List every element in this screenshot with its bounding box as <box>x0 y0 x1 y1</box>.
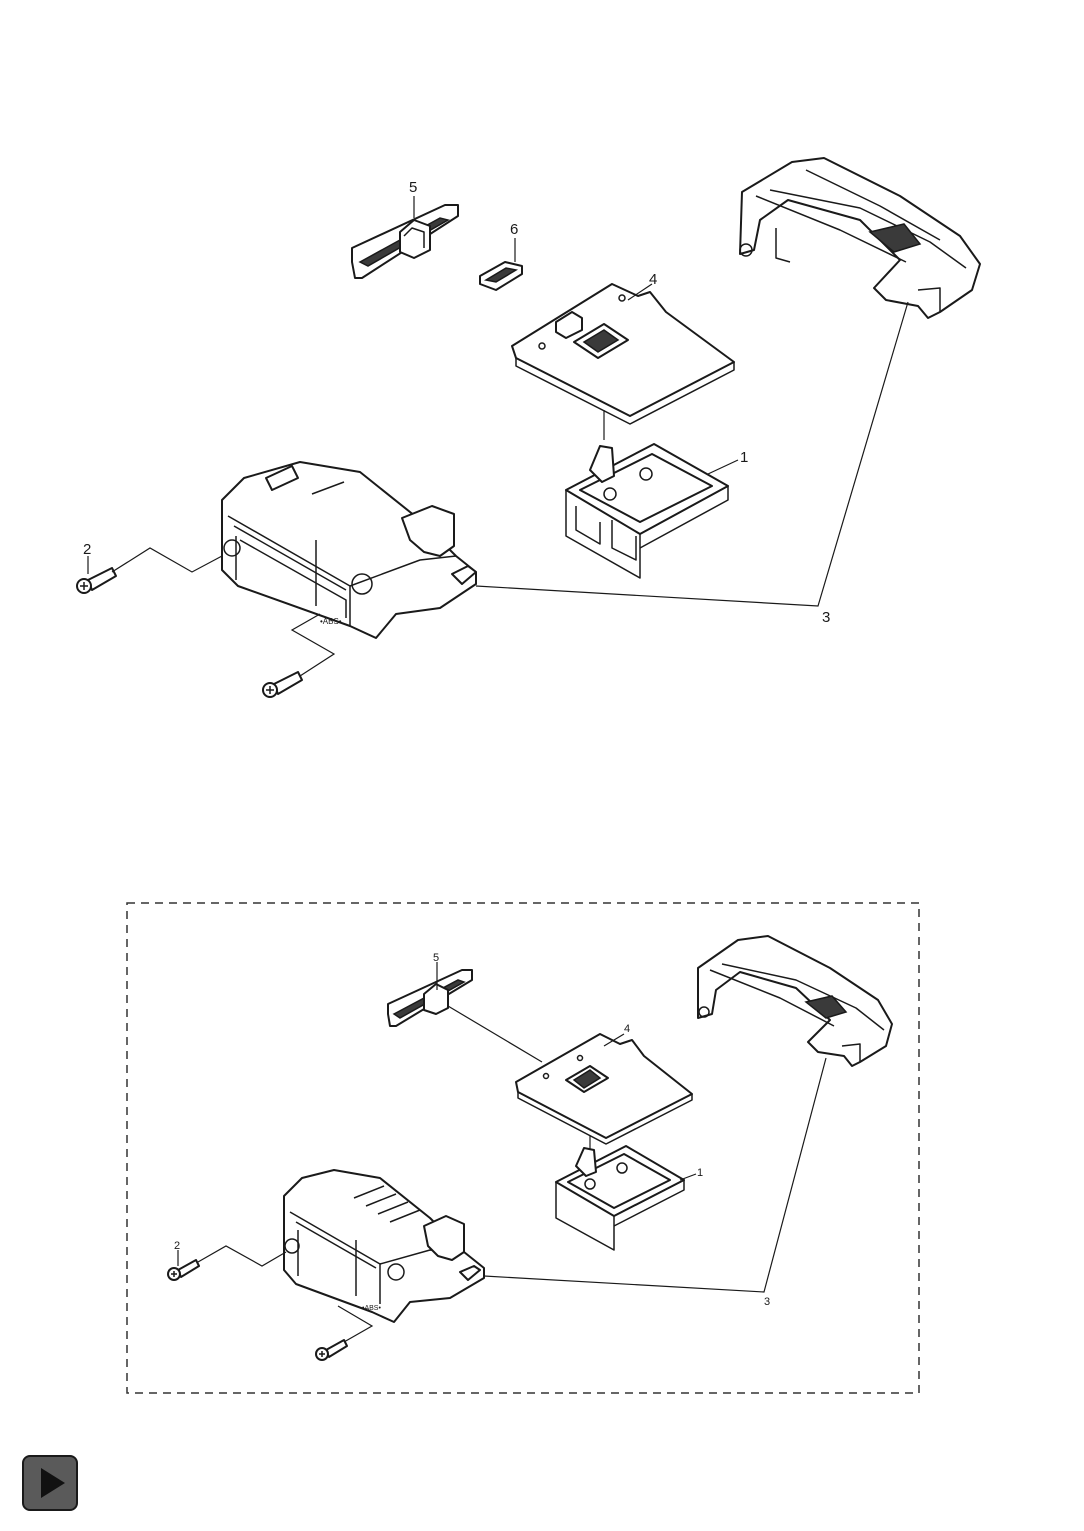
bottom-part-5-clip <box>387 969 473 1027</box>
play-icon <box>41 1468 65 1498</box>
bottom-diagram-frame <box>126 902 920 1394</box>
bottom-part-4-pcb <box>515 1033 693 1145</box>
top-part-2-screw-b <box>262 671 303 698</box>
bottom-callout-1: 1 <box>697 1167 703 1179</box>
bottom-part-2-screw-a <box>167 1259 200 1281</box>
top-exploded-view: •ABS• <box>76 157 981 698</box>
top-part-4-pcb <box>511 283 735 425</box>
bottom-callout-3: 3 <box>764 1296 770 1308</box>
bottom-part-1-frame <box>555 1145 685 1251</box>
top-callout-1: 1 <box>740 449 748 466</box>
top-callout-3: 3 <box>822 609 830 626</box>
top-housing-marking: •ABS• <box>320 617 342 626</box>
play-button[interactable] <box>22 1455 78 1511</box>
bottom-exploded-view: •ABS• 5 <box>167 935 893 1361</box>
bottom-part-2-screw-b <box>315 1339 348 1361</box>
bottom-housing-marking: •ABS• <box>362 1305 381 1312</box>
top-callout-4: 4 <box>649 271 657 288</box>
top-part-2-screw-a <box>76 567 117 594</box>
bottom-callout-5: 5 <box>433 952 439 964</box>
bottom-part-3-housing-front: •ABS• <box>283 1169 485 1323</box>
top-part-5-clip <box>351 204 459 279</box>
top-part-6-connector <box>479 261 523 291</box>
bottom-callout-2: 2 <box>174 1240 180 1252</box>
bottom-part-3-cover-rear <box>697 935 893 1067</box>
bottom-callout-4: 4 <box>624 1023 630 1035</box>
top-part-1-frame <box>565 443 729 579</box>
top-callout-5: 5 <box>409 179 417 196</box>
top-callout-6: 6 <box>510 221 518 238</box>
top-part-3-cover-rear <box>739 157 981 319</box>
top-callout-2: 2 <box>83 541 91 558</box>
top-part-3-housing-front: •ABS• <box>221 461 477 639</box>
